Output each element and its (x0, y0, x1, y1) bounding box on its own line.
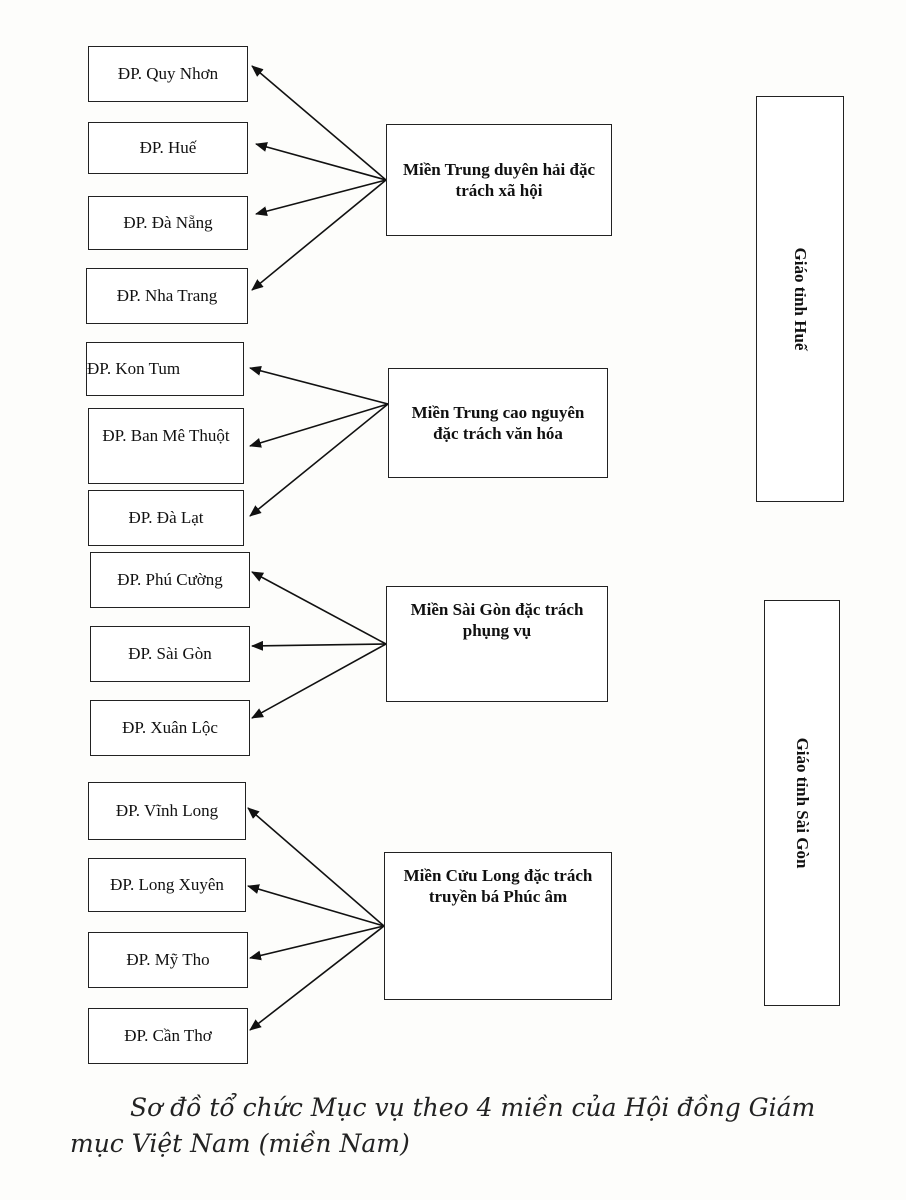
region-label: Miền Trung cao nguyên đặc trách văn hóa (411, 402, 585, 443)
diocese-label: ĐP. Đà Nẵng (123, 213, 213, 233)
diocese-sai-gon: ĐP. Sài Gòn (90, 626, 250, 682)
diocese-label: ĐP. Ban Mê Thuột (102, 426, 230, 445)
connector-arrow (249, 403, 389, 448)
diocese-label: ĐP. Đà Lạt (128, 508, 204, 528)
diocese-label: ĐP. Xuân Lộc (122, 718, 218, 738)
diocese-xuan-loc: ĐP. Xuân Lộc (90, 700, 250, 756)
province-label: Giáo tỉnh Huế (791, 247, 810, 351)
province-sai-gon: Giáo tỉnh Sài Gòn (764, 600, 840, 1006)
connector-arrow (251, 571, 387, 645)
province-hue: Giáo tỉnh Huế (756, 96, 844, 502)
connector-arrow (249, 403, 389, 517)
connector-arrow (255, 142, 387, 181)
diocese-label: ĐP. Huế (139, 138, 197, 158)
diocese-vinh-long: ĐP. Vĩnh Long (88, 782, 246, 840)
province-label: Giáo tỉnh Sài Gòn (793, 737, 812, 869)
diocese-nha-trang: ĐP. Nha Trang (86, 268, 248, 324)
connector-arrow (251, 643, 387, 719)
connector-arrow (247, 884, 385, 927)
region-label: Miền Cửu Long đặc trách truyền bá Phúc â… (403, 866, 593, 907)
region-label: Miền Trung duyên hải đặc trách xã hội (402, 159, 596, 200)
diocese-ban-me-thuot: ĐP. Ban Mê Thuột (88, 408, 244, 484)
connector-arrow (249, 365, 389, 405)
diocese-label: ĐP. Cần Thơ (124, 1026, 212, 1046)
diocese-label: ĐP. Nha Trang (116, 286, 218, 306)
diocese-can-tho: ĐP. Cần Thơ (88, 1008, 248, 1064)
connector-arrow (247, 807, 385, 927)
diocese-da-nang: ĐP. Đà Nẵng (88, 196, 248, 250)
diocese-da-lat: ĐP. Đà Lạt (88, 490, 244, 546)
connector-arrow (251, 640, 387, 651)
connector-arrow (249, 925, 385, 1031)
diocese-quy-nhon: ĐP. Quy Nhơn (88, 46, 248, 102)
diocese-phu-cuong: ĐP. Phú Cường (90, 552, 250, 608)
region-mien-cuu-long: Miền Cửu Long đặc trách truyền bá Phúc â… (384, 852, 612, 1000)
diocese-label: ĐP. Vĩnh Long (115, 801, 219, 821)
diocese-label: ĐP. Mỹ Tho (126, 950, 210, 970)
figure-caption: Sơ đồ tổ chức Mục vụ theo 4 miền của Hội… (70, 1093, 816, 1159)
diocese-label: ĐP. Quy Nhơn (117, 64, 219, 84)
region-mien-sai-gon: Miền Sài Gòn đặc trách phụng vụ (386, 586, 608, 702)
diocese-hue: ĐP. Huế (88, 122, 248, 174)
diocese-kon-tum: ĐP. Kon Tum (86, 342, 244, 396)
connector-arrow (255, 179, 387, 217)
region-mien-trung-cao-nguyen: Miền Trung cao nguyên đặc trách văn hóa (388, 368, 608, 478)
connector-arrow (249, 925, 385, 961)
region-mien-trung-duyen-hai: Miền Trung duyên hải đặc trách xã hội (386, 124, 612, 236)
connector-arrow (251, 179, 387, 291)
diocese-my-tho: ĐP. Mỹ Tho (88, 932, 248, 988)
diocese-long-xuyen: ĐP. Long Xuyên (88, 858, 246, 912)
diocese-label: ĐP. Phú Cường (117, 570, 223, 590)
diocese-label: ĐP. Sài Gòn (128, 644, 212, 664)
diocese-label: ĐP. Kon Tum (87, 359, 181, 379)
diocese-label: ĐP. Long Xuyên (110, 875, 224, 895)
connector-arrow (251, 65, 387, 181)
region-label: Miền Sài Gòn đặc trách phụng vụ (410, 600, 584, 641)
